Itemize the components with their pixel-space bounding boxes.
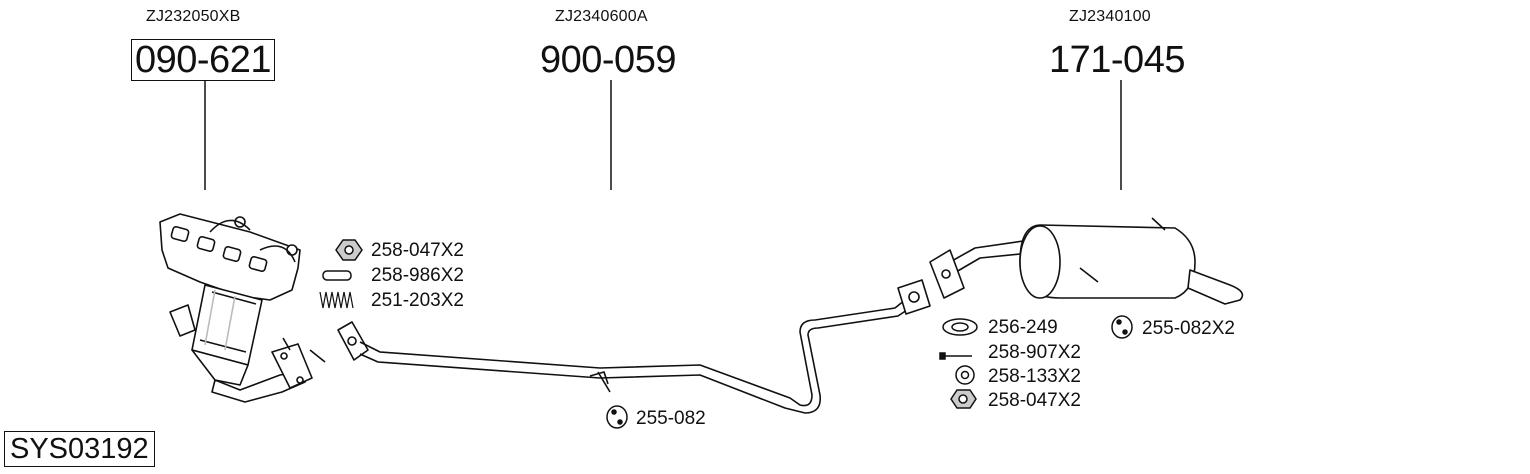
hex-nut-icon bbox=[950, 389, 977, 409]
gasket-ring-icon bbox=[942, 318, 978, 336]
hardware-label[interactable]: 255-082X2 bbox=[1142, 318, 1235, 339]
oe-ref-middle-pipe: ZJ2340600A bbox=[555, 8, 648, 25]
stud-icon bbox=[322, 270, 352, 281]
hardware-label[interactable]: 258-133X2 bbox=[988, 366, 1081, 387]
part-number-middle-pipe[interactable]: 900-059 bbox=[540, 39, 676, 81]
hardware-label[interactable]: 251-203X2 bbox=[371, 290, 464, 311]
rubber-hanger-icon bbox=[606, 405, 628, 429]
rear-silencer-drawing[interactable] bbox=[929, 217, 1244, 305]
middle-pipe-drawing[interactable] bbox=[337, 279, 931, 414]
part-number-rear-silencer[interactable]: 171-045 bbox=[1049, 39, 1185, 81]
spring-icon bbox=[319, 291, 354, 309]
hardware-label[interactable]: 255-082 bbox=[636, 408, 706, 429]
part-number-catalytic-converter[interactable]: 090-621 bbox=[131, 39, 275, 81]
hardware-label[interactable]: 258-047X2 bbox=[988, 390, 1081, 411]
oe-ref-rear-silencer: ZJ2340100 bbox=[1069, 8, 1151, 25]
hardware-label[interactable]: 256-249 bbox=[988, 317, 1058, 338]
bolt-icon bbox=[939, 352, 972, 360]
system-code: SYS03192 bbox=[4, 431, 155, 467]
hex-nut-icon bbox=[335, 239, 363, 261]
hardware-label[interactable]: 258-986X2 bbox=[371, 265, 464, 286]
washer-icon bbox=[955, 365, 975, 385]
oe-ref-catalytic-converter: ZJ232050XB bbox=[146, 8, 241, 25]
catalytic-converter-drawing[interactable] bbox=[159, 213, 326, 403]
rubber-hanger-icon bbox=[1111, 315, 1133, 339]
hardware-label[interactable]: 258-907X2 bbox=[988, 342, 1081, 363]
hardware-label[interactable]: 258-047X2 bbox=[371, 240, 464, 261]
